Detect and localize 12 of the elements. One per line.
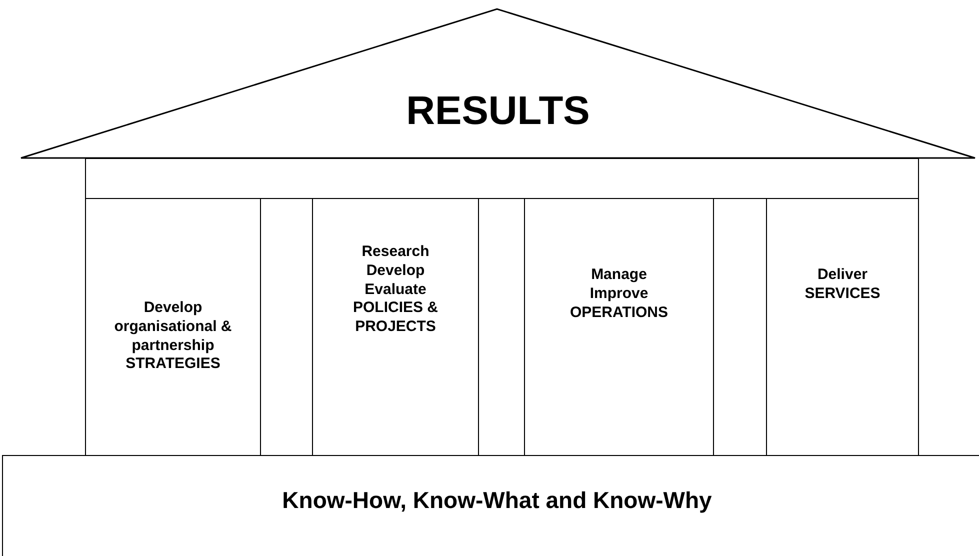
pillar-label: Develop organisational & partnership STRATEGIES xyxy=(113,299,233,374)
foundation-label: Know-How, Know-What and Know-Why xyxy=(281,486,713,515)
beam xyxy=(85,158,919,199)
pillar-gap xyxy=(478,198,525,456)
pillar-gap xyxy=(260,198,313,456)
roof-triangle xyxy=(20,8,976,159)
roof-title: RESULTS xyxy=(405,88,591,135)
pillar-gap xyxy=(713,198,767,456)
pillar-label: Research Develop Evaluate POLICIES & PROJECTS xyxy=(352,243,439,337)
foundation xyxy=(2,455,979,556)
pillar-label: Deliver SERVICES xyxy=(804,266,882,304)
pillar-label: Manage Improve OPERATIONS xyxy=(568,266,670,322)
